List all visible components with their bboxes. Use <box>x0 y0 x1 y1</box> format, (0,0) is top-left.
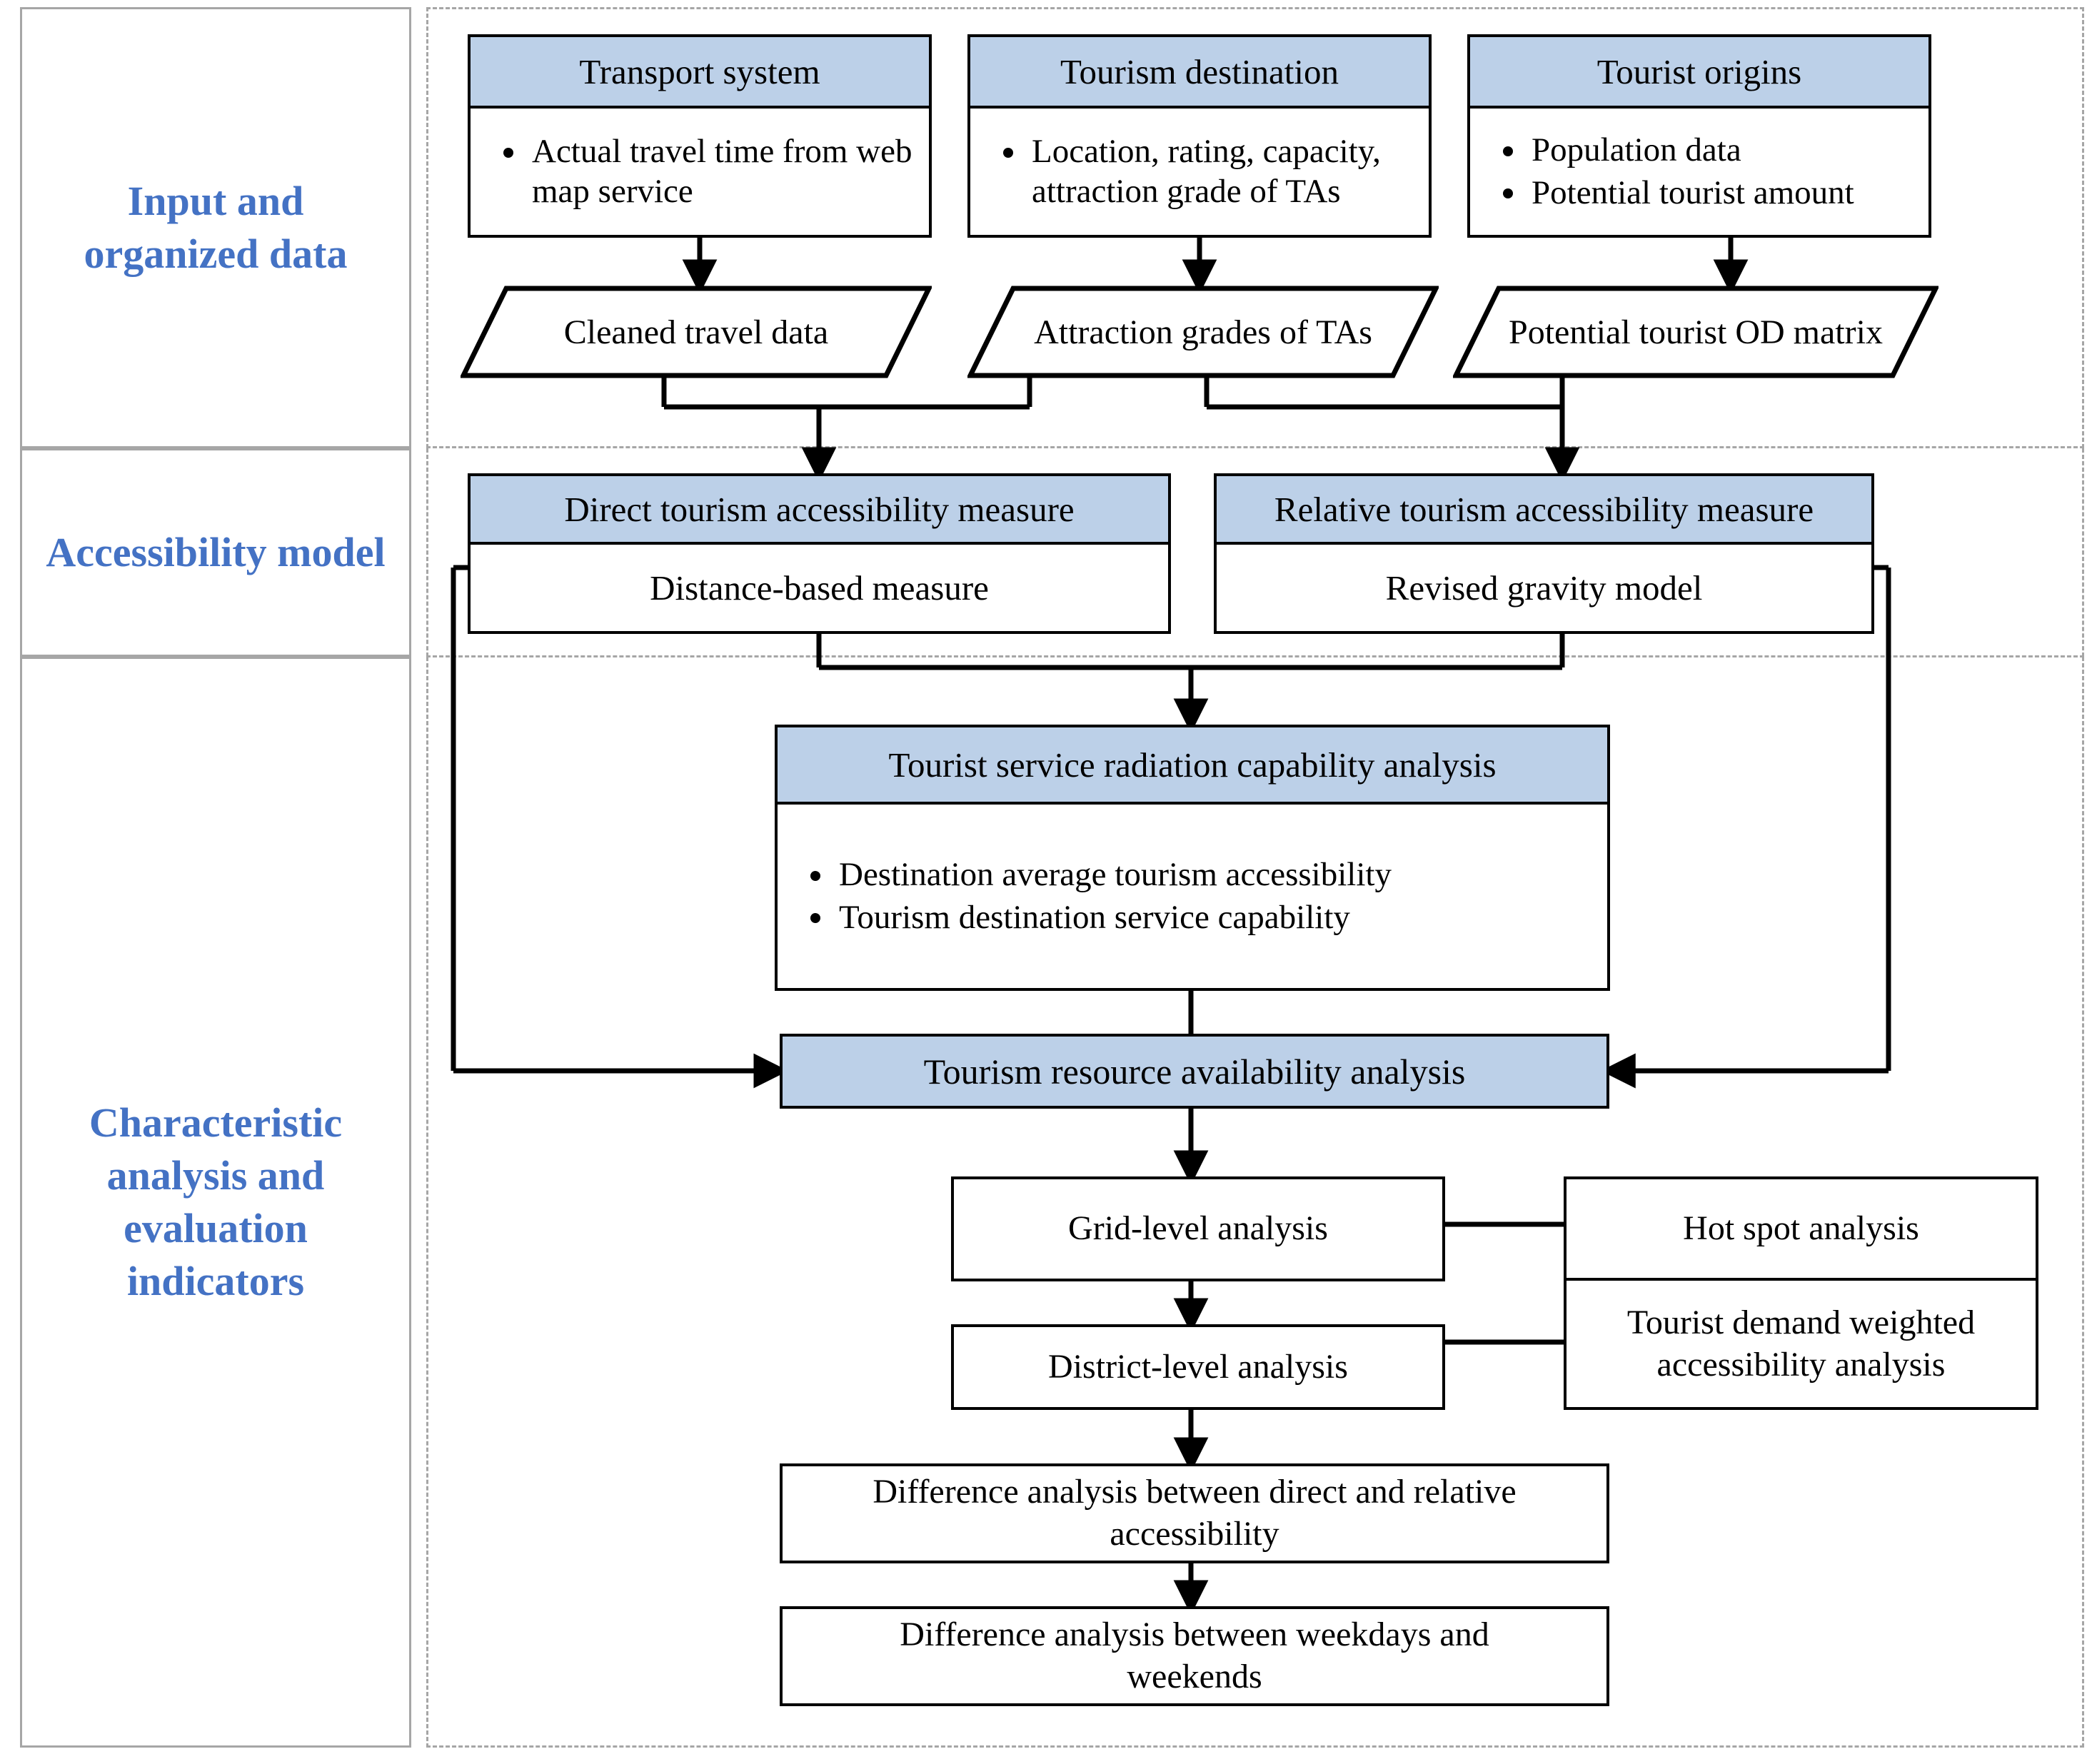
grid-level-analysis-label: Grid-level analysis <box>1068 1209 1328 1248</box>
availability-analysis-box[interactable]: Tourism resource availability analysis <box>780 1034 1609 1109</box>
tourist-demand-weighted-analysis-label: Tourist demand weighted accessibility an… <box>1626 1303 1976 1384</box>
source-box-tourist-origins-title: Tourist origins <box>1470 37 1928 109</box>
measure-box-relative-method: Revised gravity model <box>1385 568 1703 608</box>
region-model <box>426 448 2084 657</box>
list-item: Actual travel time from web map service <box>503 132 919 211</box>
data-shape-cleaned-travel-data[interactable]: Cleaned travel data <box>461 286 932 378</box>
data-shape-potential-tourist-od-matrix[interactable]: Potential tourist OD matrix <box>1453 286 1938 378</box>
source-box-transport-system-title: Transport system <box>471 37 929 109</box>
stage-label-input-text: Input and organized data <box>84 177 348 277</box>
difference-weekday-weekend-box[interactable]: Difference analysis between weekdays and… <box>780 1606 1609 1706</box>
region-divider-input-model <box>426 446 2084 448</box>
district-level-analysis-box[interactable]: District-level analysis <box>951 1324 1445 1410</box>
stage-label-input: Input and organized data <box>20 7 411 448</box>
region-divider-model-characteristic <box>426 655 2084 657</box>
stage-label-model: Accessibility model <box>20 448 411 657</box>
radiation-analysis-box[interactable]: Tourist service radiation capability ana… <box>775 725 1610 991</box>
list-item: Population data <box>1503 131 1919 170</box>
difference-direct-relative-box[interactable]: Difference analysis between direct and r… <box>780 1463 1609 1563</box>
stage-label-model-text: Accessibility model <box>46 528 386 575</box>
list-item: Destination average tourism accessibilit… <box>810 855 1597 894</box>
source-box-transport-system-body: Actual travel time from web map service <box>471 109 929 235</box>
measure-box-relative-title: Relative tourism accessibility measure <box>1217 476 1871 545</box>
data-shape-attraction-grades[interactable]: Attraction grades of TAs <box>967 286 1439 378</box>
measure-box-direct-title: Direct tourism accessibility measure <box>471 476 1168 545</box>
source-box-tourism-destination-title: Tourism destination <box>970 37 1429 109</box>
hot-spot-analysis-label: Hot spot analysis <box>1683 1209 1919 1248</box>
source-box-transport-system[interactable]: Transport system Actual travel time from… <box>468 34 932 238</box>
source-box-tourism-destination-body: Location, rating, capacity, attraction g… <box>970 109 1429 235</box>
measure-box-direct[interactable]: Direct tourism accessibility measure Dis… <box>468 473 1171 634</box>
availability-analysis-label: Tourism resource availability analysis <box>923 1051 1466 1092</box>
measure-box-direct-method: Distance-based measure <box>650 568 989 608</box>
radiation-analysis-title: Tourist service radiation capability ana… <box>778 727 1607 805</box>
radiation-analysis-body: Destination average tourism accessibilit… <box>778 805 1607 988</box>
tourist-demand-weighted-analysis-box[interactable]: Tourist demand weighted accessibility an… <box>1564 1278 2038 1410</box>
stage-label-characteristic-text: Characteristic analysis and evaluation i… <box>89 1099 343 1305</box>
source-box-tourist-origins[interactable]: Tourist origins Population data Potentia… <box>1467 34 1931 238</box>
measure-box-relative[interactable]: Relative tourism accessibility measure R… <box>1214 473 1874 634</box>
difference-direct-relative-label: Difference analysis between direct and r… <box>873 1473 1517 1553</box>
source-box-tourism-destination[interactable]: Tourism destination Location, rating, ca… <box>967 34 1432 238</box>
list-item: Potential tourist amount <box>1503 173 1919 213</box>
list-item: Tourism destination service capability <box>810 898 1597 937</box>
difference-weekday-weekend-label: Difference analysis between weekdays and… <box>900 1616 1489 1695</box>
region-characteristic <box>426 657 2084 1748</box>
grid-level-analysis-box[interactable]: Grid-level analysis <box>951 1176 1445 1281</box>
region-input <box>426 7 2084 448</box>
stage-label-characteristic: Characteristic analysis and evaluation i… <box>20 657 411 1748</box>
source-box-tourist-origins-body: Population data Potential tourist amount <box>1470 109 1928 235</box>
district-level-analysis-label: District-level analysis <box>1048 1347 1348 1386</box>
list-item: Location, rating, capacity, attraction g… <box>1003 132 1419 211</box>
hot-spot-analysis-box[interactable]: Hot spot analysis <box>1564 1176 2038 1281</box>
